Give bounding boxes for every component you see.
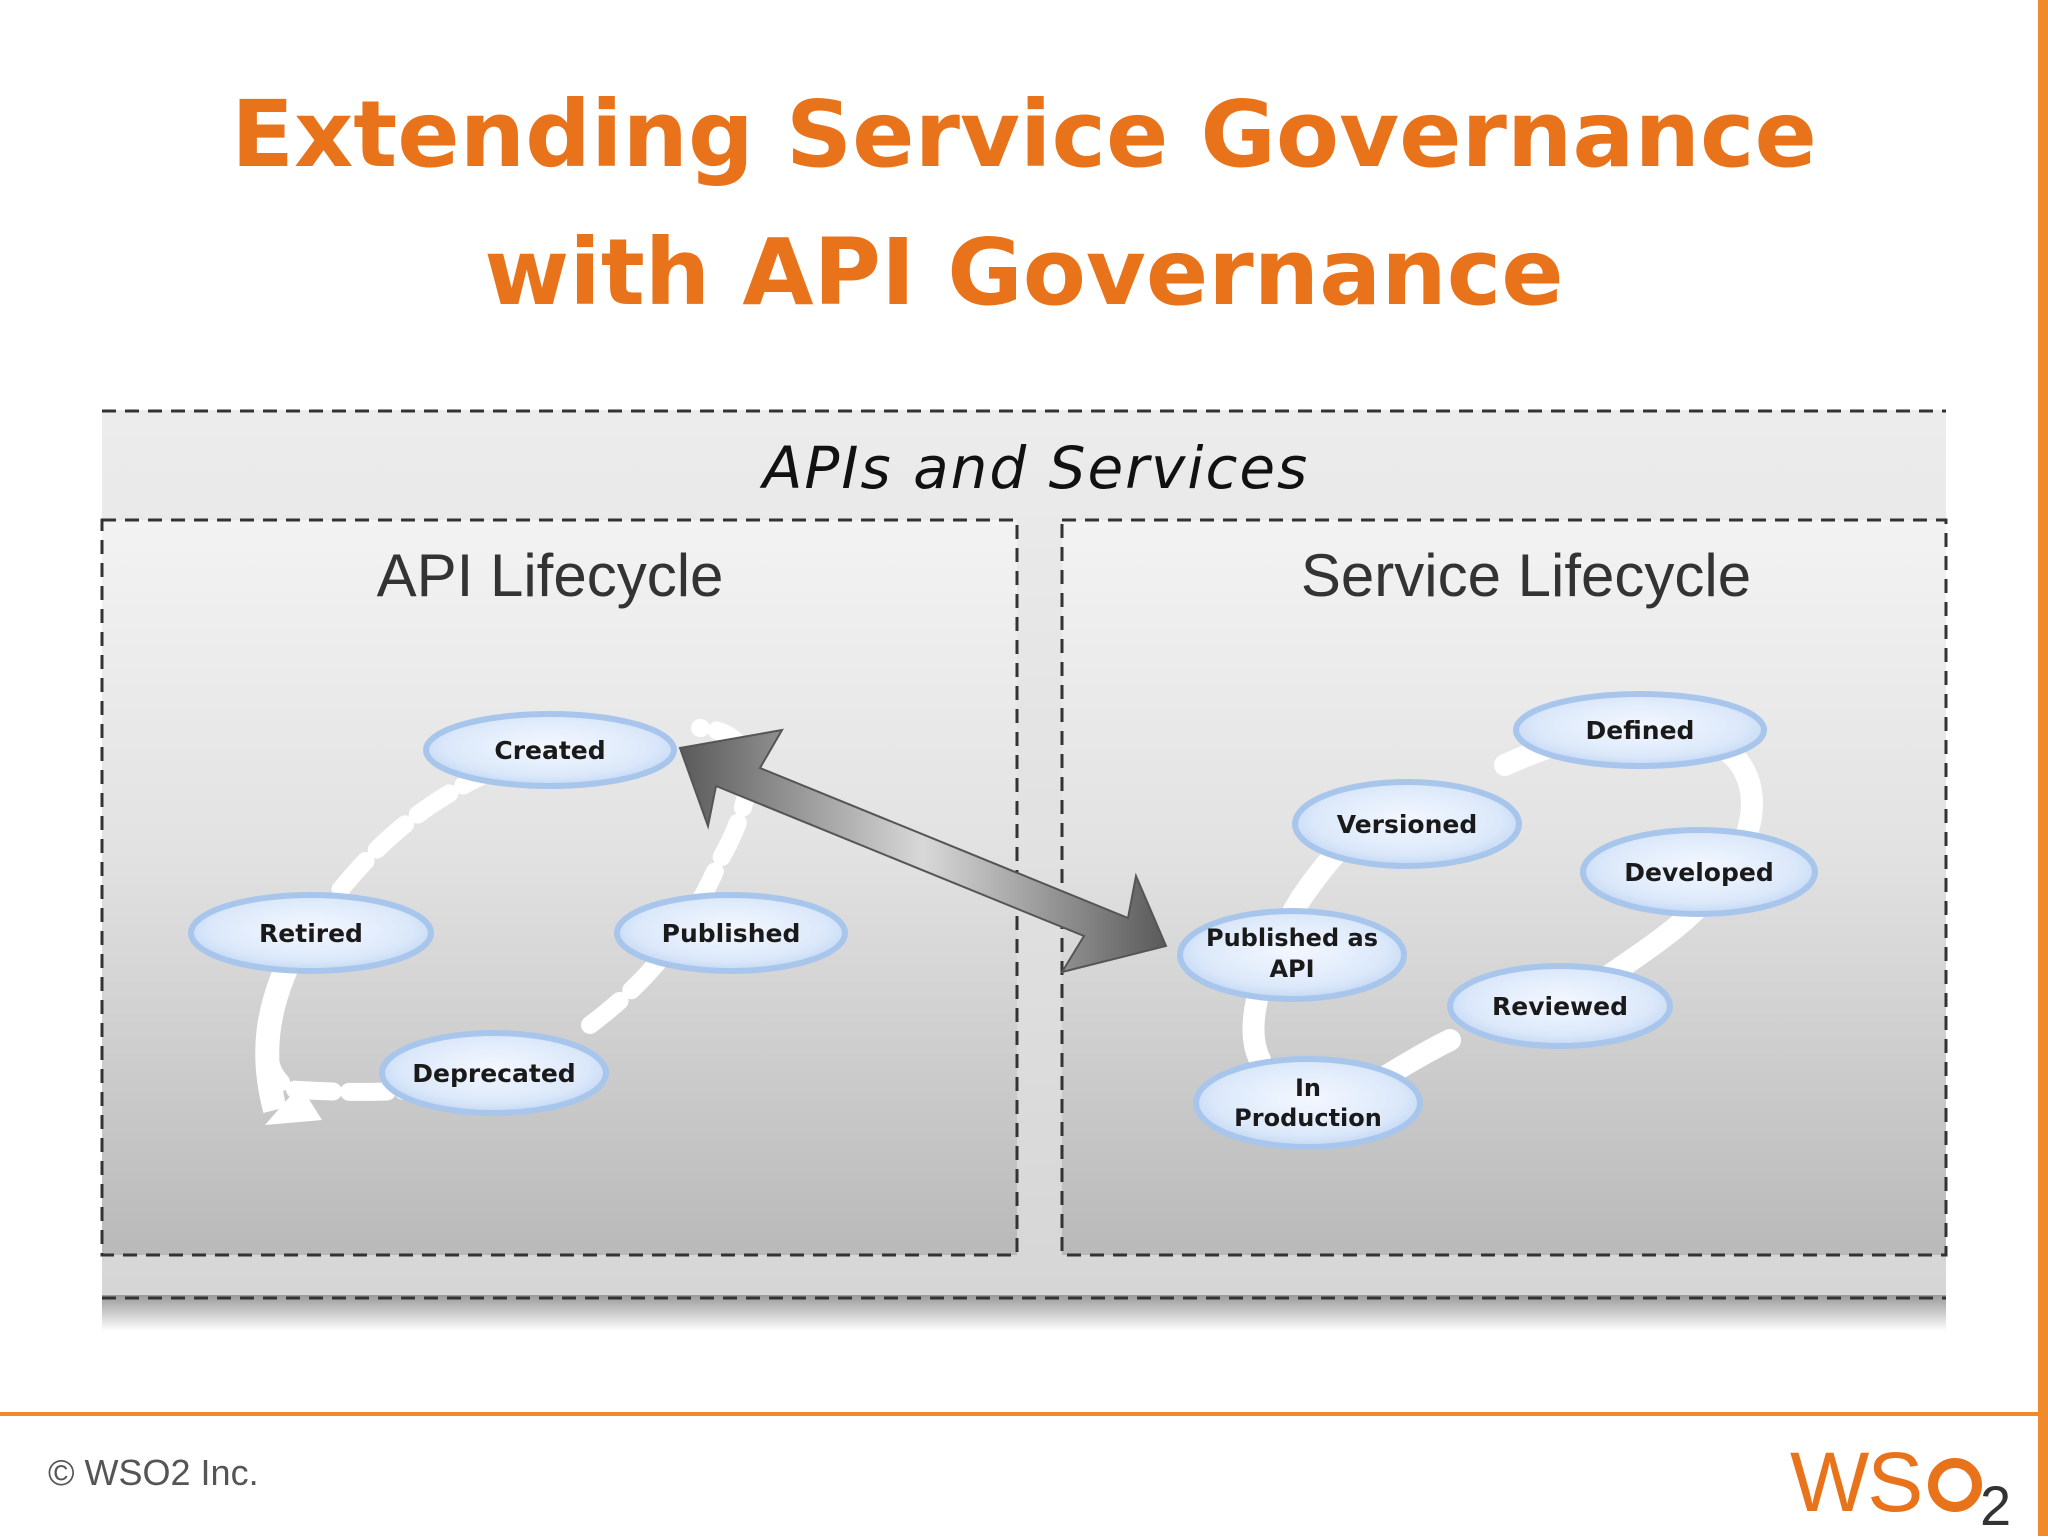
node-deprecated-label: Deprecated xyxy=(412,1059,575,1088)
api-lifecycle-panel xyxy=(100,518,1019,1257)
node-published-as-label: Published as xyxy=(1206,924,1378,952)
node-in-label: In xyxy=(1295,1074,1321,1102)
node-retired: Retired xyxy=(188,892,434,974)
lifecycle-diagram: APIs and Services API Lifecycle Service … xyxy=(100,409,1948,1331)
node-defined-label: Defined xyxy=(1586,716,1695,745)
node-versioned-label: Versioned xyxy=(1337,810,1478,839)
node-reviewed: Reviewed xyxy=(1447,963,1673,1049)
copyright-text: © WSO2 Inc. xyxy=(48,1452,259,1493)
footer-divider xyxy=(0,1412,2048,1416)
node-reviewed-label: Reviewed xyxy=(1492,992,1628,1021)
node-created: Created xyxy=(423,711,677,789)
logo-2-text: 2 xyxy=(1980,1474,2012,1537)
node-defined: Defined xyxy=(1513,691,1767,769)
page-title-line-2: with API Governance xyxy=(484,219,1564,326)
page-title: Extending Service Governance with API Go… xyxy=(0,66,2048,342)
node-deprecated: Deprecated xyxy=(379,1030,609,1116)
node-production-label: Production xyxy=(1234,1104,1382,1132)
page-title-line-1: Extending Service Governance xyxy=(231,81,1817,188)
right-accent-bar xyxy=(2038,0,2048,1536)
node-retired-label: Retired xyxy=(259,919,363,948)
node-published-as-api: Published as API xyxy=(1177,908,1407,1002)
node-published-label: Published xyxy=(662,919,801,948)
logo-o-icon xyxy=(1928,1458,1982,1512)
logo-ws-text: WS xyxy=(1790,1435,1923,1529)
node-published: Published xyxy=(614,892,848,974)
bottom-shadow xyxy=(102,1295,1946,1331)
node-developed-label: Developed xyxy=(1624,858,1773,887)
service-lifecycle-panel xyxy=(1060,518,1948,1257)
api-cycle-arrowhead xyxy=(265,1085,322,1125)
node-in-production: In Production xyxy=(1193,1056,1423,1150)
node-api-label: API xyxy=(1269,955,1314,983)
node-versioned: Versioned xyxy=(1292,779,1522,869)
double-arrow xyxy=(678,728,1168,974)
node-developed: Developed xyxy=(1580,827,1818,917)
api-lifecycle-title: API Lifecycle xyxy=(377,542,724,609)
service-lifecycle-title: Service Lifecycle xyxy=(1301,542,1751,609)
outer-label: APIs and Services xyxy=(759,434,1310,502)
wso2-logo: WS 2 xyxy=(1790,1432,2030,1536)
node-created-label: Created xyxy=(494,736,605,765)
